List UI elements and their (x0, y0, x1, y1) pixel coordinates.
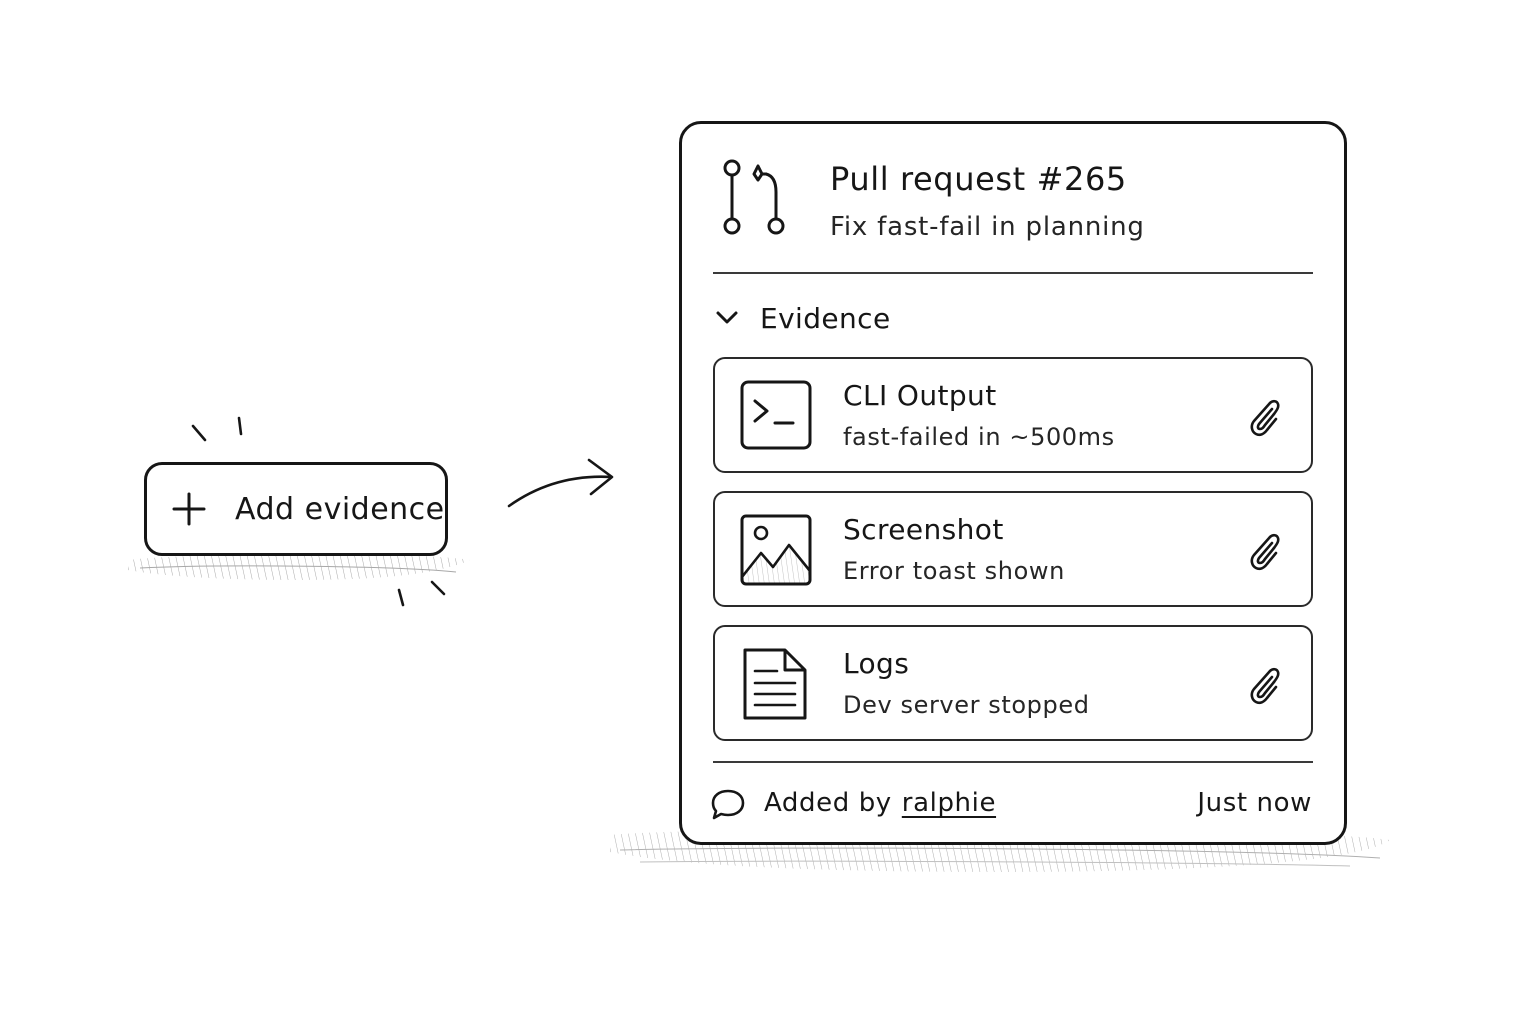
arrow-icon (507, 458, 614, 508)
terminal-icon (739, 379, 813, 453)
evidence-item-description: Dev server stopped (843, 691, 1090, 719)
evidence-item-description: fast-failed in ~500ms (843, 423, 1115, 451)
added-by-prefix: Added by (764, 788, 892, 818)
evidence-item-logs[interactable]: Logs Dev server stopped (713, 625, 1313, 741)
pull-request-title: Pull request #265 (830, 160, 1127, 198)
chevron-down-icon (714, 305, 740, 331)
header-divider (713, 272, 1313, 274)
footer-divider (713, 761, 1313, 763)
timestamp: Just now (1197, 788, 1312, 818)
evidence-section-toggle[interactable]: Evidence (714, 296, 891, 340)
evidence-item-screenshot[interactable]: Screenshot Error toast shown (713, 491, 1313, 607)
add-evidence-label: Add evidence (235, 491, 445, 527)
plus-icon (169, 489, 209, 529)
evidence-item-title: Logs (843, 647, 910, 680)
author-link[interactable]: ralphie (901, 788, 997, 818)
evidence-item-title: CLI Output (843, 379, 997, 412)
paperclip-icon[interactable] (1243, 529, 1283, 573)
image-icon (739, 513, 813, 587)
evidence-item-title: Screenshot (843, 513, 1004, 546)
card-footer: Added by ralphie Just now (710, 784, 1316, 828)
pull-request-card: Pull request #265 Fix fast-fail in plann… (679, 121, 1347, 845)
button-shadow (128, 554, 470, 580)
pull-request-subtitle: Fix fast-fail in planning (830, 212, 1145, 242)
document-icon (739, 647, 813, 721)
add-evidence-button[interactable]: Add evidence (144, 462, 448, 556)
evidence-item-cli-output[interactable]: CLI Output fast-failed in ~500ms (713, 357, 1313, 473)
evidence-section-label: Evidence (760, 301, 891, 335)
comment-icon (710, 788, 746, 822)
paperclip-icon[interactable] (1243, 395, 1283, 439)
paperclip-icon[interactable] (1243, 663, 1283, 707)
added-by-text: Added by ralphie (764, 788, 996, 818)
git-pull-request-icon (718, 156, 790, 242)
evidence-item-description: Error toast shown (843, 557, 1065, 585)
